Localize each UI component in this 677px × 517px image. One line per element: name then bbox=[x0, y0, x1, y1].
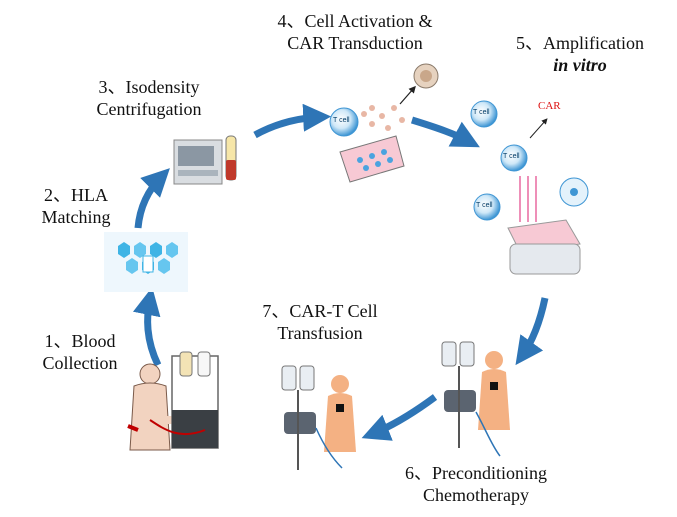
step-6-label: 6、Preconditioning Chemotherapy bbox=[388, 462, 564, 506]
step-2-line1: 2、HLA bbox=[44, 185, 108, 205]
step-5-line2: in vitro bbox=[553, 55, 607, 75]
amplification-illustration bbox=[470, 100, 589, 275]
step-4-label: 4、Cell Activation & CAR Transduction bbox=[258, 10, 452, 54]
transfusion-illustration bbox=[281, 365, 356, 470]
step-2-label: 2、HLA Matching bbox=[28, 184, 124, 228]
arrow-5-to-6 bbox=[515, 297, 549, 366]
car-label: CAR bbox=[538, 100, 561, 112]
step-1-line1: 1、Blood bbox=[44, 331, 116, 351]
step-6-line2: Chemotherapy bbox=[423, 485, 529, 505]
step-3-line2: Centrifugation bbox=[96, 99, 202, 119]
arrow-1-to-2 bbox=[132, 287, 162, 367]
activation-transduction-illustration bbox=[329, 63, 439, 183]
step-1-label: 1、Blood Collection bbox=[30, 330, 130, 374]
hla-matching-illustration bbox=[104, 232, 188, 292]
arrow-6-to-7 bbox=[361, 394, 438, 441]
preconditioning-illustration bbox=[441, 341, 510, 457]
arrow-2-to-3 bbox=[134, 168, 170, 229]
step-7-line2: Transfusion bbox=[277, 323, 363, 343]
step-4-line1: 4、Cell Activation & bbox=[277, 11, 433, 31]
step-5-line1: 5、Amplification bbox=[516, 33, 644, 53]
step-1-line2: Collection bbox=[42, 353, 118, 373]
step-3-label: 3、Isodensity Centrifugation bbox=[78, 76, 220, 120]
t-cell-label-step5-a: T cell bbox=[473, 109, 490, 116]
blood-collection-illustration bbox=[127, 351, 219, 451]
t-cell-label-step5-c: T cell bbox=[476, 202, 493, 209]
arrow-4-to-5 bbox=[410, 116, 480, 148]
step-7-line1: 7、CAR-T Cell bbox=[262, 301, 378, 321]
step-5-label: 5、Amplification in vitro bbox=[494, 32, 666, 76]
centrifuge-illustration bbox=[173, 135, 237, 185]
step-4-line2: CAR Transduction bbox=[287, 33, 423, 53]
step-6-line1: 6、Preconditioning bbox=[405, 463, 547, 483]
t-cell-label-step5-b: T cell bbox=[503, 153, 520, 160]
t-cell-label-step4: T cell bbox=[333, 117, 350, 124]
step-2-line2: Matching bbox=[41, 207, 111, 227]
arrow-3-to-4 bbox=[253, 103, 332, 139]
step-7-label: 7、CAR-T Cell Transfusion bbox=[250, 300, 390, 344]
step-3-line1: 3、Isodensity bbox=[98, 77, 200, 97]
